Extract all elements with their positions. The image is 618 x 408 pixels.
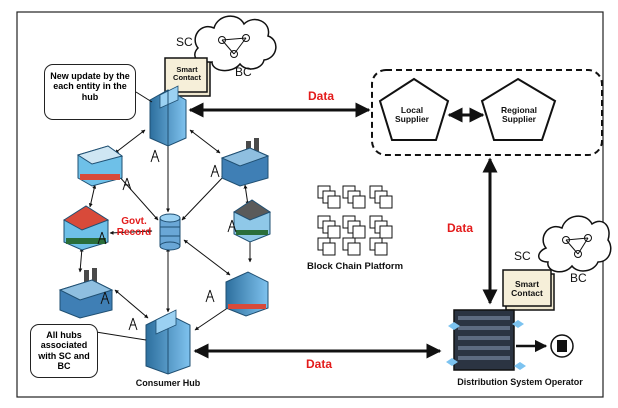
- dso-label: Distribution System Operator: [457, 377, 583, 387]
- factory-lower-left-icon: [58, 268, 114, 319]
- sc-label-top: SC: [176, 35, 193, 49]
- house-upper-left-icon: [76, 145, 124, 187]
- local-supplier-label: Local Supplier: [394, 105, 429, 125]
- data-label-top: Data: [308, 89, 335, 103]
- factory-upper-right-icon: [220, 138, 270, 187]
- block-chain-platform-icon: [317, 185, 393, 256]
- antenna-icons: [97, 149, 237, 331]
- callout-connector-bottom: [95, 331, 147, 341]
- sc-label-right: SC: [514, 249, 531, 263]
- bc-label-right: BC: [570, 271, 587, 285]
- local-supplier-shape: [378, 77, 450, 141]
- smart-contract-label-right: Smart Contact: [511, 279, 543, 299]
- bc-cloud-right-icon: [538, 215, 612, 273]
- hub-network-links: [78, 129, 252, 331]
- govt-record-database-icon: [159, 213, 181, 251]
- consumer-hub-building-icon: [145, 309, 191, 375]
- bc-label-top: BC: [235, 65, 252, 79]
- house-middle-left-icon: [63, 205, 110, 251]
- house-middle-right-icon: [233, 199, 272, 243]
- hub-building-top-icon: [149, 85, 187, 147]
- consumer-hub-label: Consumer Hub: [135, 378, 201, 388]
- supplier-group-box: [371, 69, 603, 156]
- new-update-callout: New update by the each entity in the hub: [44, 64, 136, 120]
- govt-record-label: Govt. Record: [116, 216, 152, 238]
- all-hubs-callout: All hubs associated with SC and BC: [30, 324, 98, 378]
- block-chain-platform-label: Block Chain Platform: [306, 261, 404, 272]
- outer-frame: [16, 11, 604, 398]
- data-label-right: Data: [447, 221, 474, 235]
- regional-supplier-label: Regional Supplier: [501, 105, 537, 125]
- regional-supplier-shape: [480, 77, 557, 141]
- bc-cloud-icon: [194, 15, 277, 72]
- callout-connector-top: [135, 91, 153, 103]
- data-label-bottom: Data: [306, 357, 333, 371]
- dso-server-icon: [446, 309, 526, 371]
- building-lower-right-icon: [225, 271, 269, 317]
- meter-icon: [550, 334, 574, 358]
- smart-contract-document-right-icon: [502, 269, 555, 311]
- smart-contract-label-top: Smart Contact: [173, 65, 201, 83]
